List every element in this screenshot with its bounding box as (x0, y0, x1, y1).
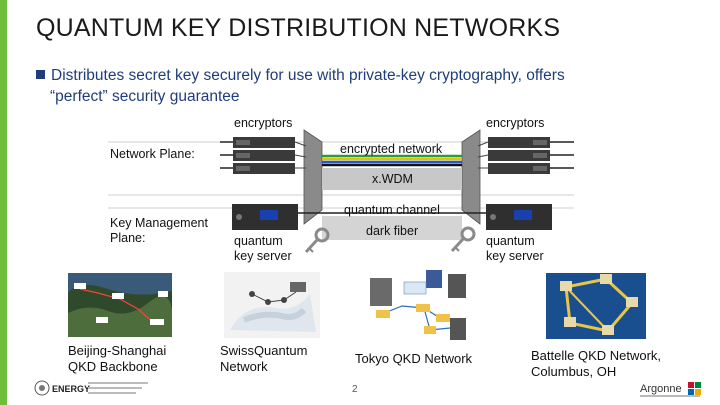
encryptors-right-label: encryptors (486, 116, 544, 130)
caption-beijing-shanghai: Beijing-Shanghai QKD Backbone (68, 343, 166, 375)
caption-line1: Beijing-Shanghai (68, 343, 167, 358)
left-encryptor-stack (233, 137, 295, 174)
slide-title: QUANTUM KEY DISTRIBUTION NETWORKS (36, 14, 561, 42)
caption-line1: Battelle QKD Network, (531, 348, 662, 363)
qks-left-label-line1: quantum (234, 234, 283, 248)
left-wdm-multiplexer (303, 129, 323, 225)
xwdm-band (322, 168, 462, 190)
key-management-label: Key Management (110, 216, 209, 230)
caption-line1: SwissQuantum (220, 343, 308, 358)
encrypted-network-label: encrypted network (340, 142, 443, 156)
xwdm-label: x.WDM (372, 172, 413, 186)
bullet-square-icon (36, 70, 45, 79)
caption-swissquantum: SwissQuantum Network (220, 343, 307, 375)
encryptors-left-label: encryptors (234, 116, 292, 130)
caption-battelle: Battelle QKD Network, Columbus, OH (531, 348, 661, 380)
tokyo-network-image (368, 270, 468, 342)
encrypted-network-fibers (322, 154, 462, 167)
caption-line2: QKD Backbone (68, 359, 158, 374)
network-plane-label: Network Plane: (110, 147, 195, 161)
beijing-shanghai-map-image (68, 273, 172, 337)
caption-line2: Network (220, 359, 268, 374)
doe-energy-logo: ENERGY (34, 380, 148, 396)
argonne-logo-text: Argonne (640, 383, 682, 395)
argonne-logo: Argonne (640, 382, 701, 397)
caption-line2: Columbus, OH (531, 364, 617, 379)
quantum-channel-label: quantum channel (344, 203, 440, 217)
qkd-architecture-diagram: encryptors encryptors Network Plane: enc… (108, 116, 574, 263)
page-number: 2 (352, 384, 358, 395)
dark-fiber-band (322, 216, 462, 240)
key-management-plane-label: Plane: (110, 231, 145, 245)
energy-logo-text: ENERGY (52, 384, 90, 394)
bullet-text-line2: “perfect” security guarantee (50, 88, 240, 105)
qks-right-label-line1: quantum (486, 234, 535, 248)
bullet-text-line1: Distributes secret key securely for use … (51, 67, 565, 84)
caption-line1: Tokyo QKD Network (355, 351, 473, 366)
qks-right-label-line2: key server (486, 249, 544, 263)
bullet-point: Distributes secret key securely for use … (36, 65, 676, 107)
right-quantum-key-server (486, 204, 552, 230)
dark-fiber-label: dark fiber (366, 224, 418, 238)
accent-bar (0, 0, 7, 405)
battelle-network-image (546, 273, 646, 339)
caption-tokyo: Tokyo QKD Network (355, 351, 472, 367)
left-key-icon (304, 227, 330, 254)
right-key-icon (450, 226, 476, 253)
right-encryptor-stack (488, 137, 550, 174)
qks-left-label-line2: key server (234, 249, 292, 263)
left-quantum-key-server (232, 204, 298, 230)
right-wdm-multiplexer (461, 129, 481, 225)
swissquantum-map-image (224, 272, 320, 338)
